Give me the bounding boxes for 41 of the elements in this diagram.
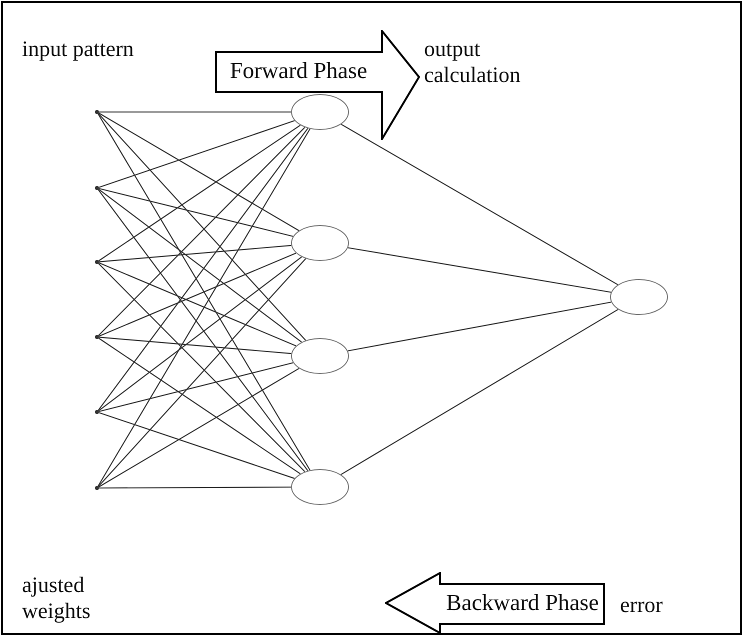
connection-line [98, 256, 302, 412]
connection-line [98, 189, 308, 471]
neuron-circle [291, 94, 349, 130]
input-point [95, 186, 99, 190]
connection-line [340, 124, 618, 286]
connection-line [98, 244, 292, 262]
input-point [95, 110, 99, 114]
connection-line [98, 262, 296, 346]
connection-line [348, 302, 612, 352]
connection-line [98, 368, 300, 488]
connection-line [98, 252, 296, 337]
connection-line [99, 111, 291, 113]
input-point [95, 410, 99, 414]
connection-line [98, 338, 301, 474]
connection-line [98, 112, 300, 232]
block-arrow [215, 30, 420, 140]
caption-text: ajusted weights [22, 572, 92, 624]
input-point [95, 260, 99, 264]
connection-line [98, 124, 301, 262]
connection-line [98, 120, 295, 188]
connection-line [98, 336, 292, 354]
connection-line [98, 362, 294, 412]
input-point [95, 486, 99, 490]
caption-text: output calculation [424, 36, 522, 88]
connection-line [98, 188, 302, 343]
input-point [95, 335, 99, 339]
caption-text: input pattern [22, 36, 135, 62]
caption-text: error [620, 592, 664, 618]
connection-line [348, 247, 612, 293]
neuron-circle [291, 225, 349, 261]
connection-line [98, 128, 308, 411]
connection-line [340, 309, 618, 475]
connection-line [99, 486, 291, 489]
neuron-circle [291, 469, 349, 505]
phase-label: Forward Phase [228, 58, 368, 84]
connection-line [98, 188, 294, 237]
phase-label: Backward Phase [445, 590, 600, 616]
block-arrow [385, 572, 605, 634]
connection-line [98, 412, 295, 479]
neuron-circle [610, 279, 668, 315]
neuron-circle [291, 338, 349, 374]
